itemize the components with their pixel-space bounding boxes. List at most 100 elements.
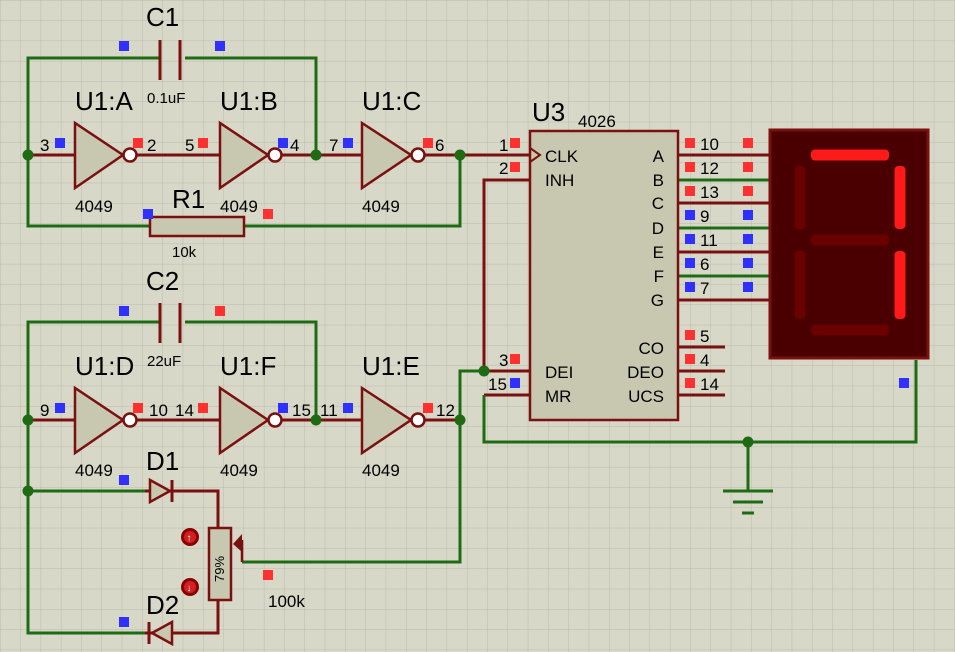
u1e-ref-label: U1:E — [362, 351, 420, 381]
inverter-u1a[interactable]: U1:A 4049 3 2 — [40, 86, 156, 216]
u3-pin-num: 3 — [499, 351, 508, 370]
u3-pin-name: DEO — [627, 363, 664, 382]
logic-probe — [119, 475, 129, 485]
logic-probe — [423, 403, 433, 413]
u1d-part-label: 4049 — [75, 461, 113, 480]
u3-pin-num: 2 — [499, 159, 508, 178]
u3-pin-name: F — [654, 267, 664, 286]
u3-pin-num: 11 — [700, 231, 718, 250]
u1f-pin-in: 14 — [175, 401, 194, 420]
logic-probe — [743, 258, 753, 268]
logic-probe — [55, 138, 65, 148]
capacitor-c2[interactable]: C2 22uF — [146, 266, 182, 370]
u3-pin-name: C — [652, 194, 664, 213]
logic-probe — [510, 378, 520, 388]
logic-probe — [198, 403, 208, 413]
logic-probe — [215, 41, 225, 51]
u3-pin-name: A — [653, 147, 665, 166]
logic-probes — [55, 41, 909, 627]
logic-probe — [743, 162, 753, 172]
u1d-ref-label: U1:D — [75, 351, 134, 381]
u3-pin-num: 4 — [700, 351, 709, 370]
pot-value-label: 100k — [268, 592, 305, 611]
logic-probe — [743, 282, 753, 292]
segment-c — [894, 251, 906, 319]
logic-probe — [119, 617, 129, 627]
u1e-part-label: 4049 — [362, 461, 400, 480]
u3-pin-name: CO — [639, 339, 665, 358]
potentiometer[interactable]: 79% 100k — [207, 526, 305, 611]
u3-pin-num: 7 — [700, 279, 709, 298]
inverter-u1e[interactable]: U1:E 4049 11 12 — [320, 351, 455, 480]
junction-dot — [310, 149, 322, 161]
c1-value-label: 0.1uF — [147, 90, 185, 107]
u3-pin-name: B — [653, 171, 664, 190]
resistor-r1[interactable]: R1 10k — [148, 184, 246, 261]
u1b-pin-in: 5 — [185, 136, 194, 155]
pot-percent-label: 79% — [212, 556, 227, 582]
u1d-pin-out: 10 — [149, 401, 168, 420]
junction-dot — [454, 149, 466, 161]
logic-probe — [743, 138, 753, 148]
u3-pin-num: 1 — [499, 136, 508, 155]
r1-ref-label: R1 — [172, 184, 205, 214]
diode-d1[interactable]: D1 — [145, 446, 179, 505]
u3-part-label: 4026 — [578, 112, 616, 131]
logic-probe — [743, 186, 753, 196]
ic-u3-4026[interactable]: U3 4026 1 CLK 2 INH 3 DEI 15 MR A B C D … — [488, 97, 719, 422]
c1-ref-label: C1 — [146, 2, 179, 32]
u1f-pin-out: 15 — [292, 401, 311, 420]
logic-probe — [510, 162, 520, 172]
u1a-pin-in: 3 — [40, 136, 49, 155]
u3-pin-num: 10 — [700, 135, 719, 154]
logic-probe — [119, 41, 129, 51]
u3-ref-label: U3 — [532, 97, 565, 127]
u3-pin-num: 14 — [700, 375, 719, 394]
segment-b — [894, 166, 906, 229]
junction-dot — [742, 436, 754, 448]
inverter-u1c[interactable]: U1:C 4049 7 6 — [329, 86, 444, 216]
pot-increase-button[interactable]: ↑ — [181, 528, 199, 546]
u1d-pin-in: 9 — [40, 401, 49, 420]
ground-symbol — [723, 489, 773, 515]
inverter-u1f[interactable]: U1:F 4049 14 15 — [175, 351, 311, 480]
c2-ref-label: C2 — [146, 266, 179, 296]
junction-dot — [454, 414, 466, 426]
junction-dot — [478, 365, 490, 377]
capacitor-c1[interactable]: C1 0.1uF — [146, 2, 185, 107]
logic-probe — [685, 210, 695, 220]
u1f-ref-label: U1:F — [220, 351, 276, 381]
u1c-part-label: 4049 — [362, 197, 400, 216]
logic-probe — [510, 138, 520, 148]
junction-dot — [310, 414, 322, 426]
u3-pin-name: INH — [545, 171, 574, 190]
logic-probe — [343, 403, 353, 413]
logic-probe — [685, 354, 695, 364]
logic-probe — [198, 138, 208, 148]
u3-pin-num: 9 — [700, 207, 709, 226]
u3-pin-name: CLK — [545, 147, 579, 166]
logic-probe — [510, 354, 520, 364]
logic-probe — [423, 138, 433, 148]
logic-probe — [133, 138, 143, 148]
logic-probe — [685, 378, 695, 388]
junction-dot — [22, 485, 34, 497]
logic-probe — [685, 258, 695, 268]
diode-d2[interactable]: D2 — [145, 590, 179, 647]
logic-probe — [685, 282, 695, 292]
seven-segment-display[interactable] — [768, 128, 930, 360]
u3-pin-name: DEI — [545, 363, 573, 382]
logic-probe — [743, 210, 753, 220]
logic-probe — [685, 186, 695, 196]
u3-pin-name: E — [653, 243, 664, 262]
pot-decrease-button[interactable]: ↓ — [181, 578, 199, 596]
u1e-pin-in: 11 — [320, 401, 338, 420]
d1-ref-label: D1 — [146, 446, 179, 476]
inverter-u1d[interactable]: U1:D 4049 9 10 — [40, 351, 168, 480]
u3-pin-num: 12 — [700, 159, 719, 178]
u1c-pin-out: 6 — [435, 136, 444, 155]
u1a-ref-label: U1:A — [75, 86, 133, 116]
logic-probe — [685, 162, 695, 172]
inverter-u1b[interactable]: U1:B 4049 5 4 — [185, 86, 299, 216]
